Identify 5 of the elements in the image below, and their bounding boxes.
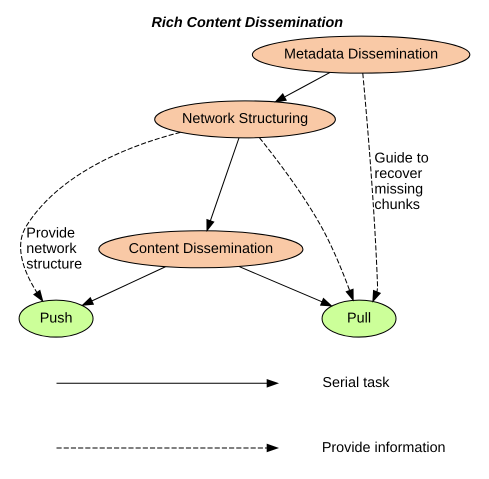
edge-label: Guide to recover missing chunks [374,150,429,213]
diagram-title: Rich Content Dissemination [152,15,344,32]
legend-label: Provide information [322,440,446,456]
legend-label: Serial task [322,375,390,392]
edge-label: Provide network structure [26,226,82,272]
